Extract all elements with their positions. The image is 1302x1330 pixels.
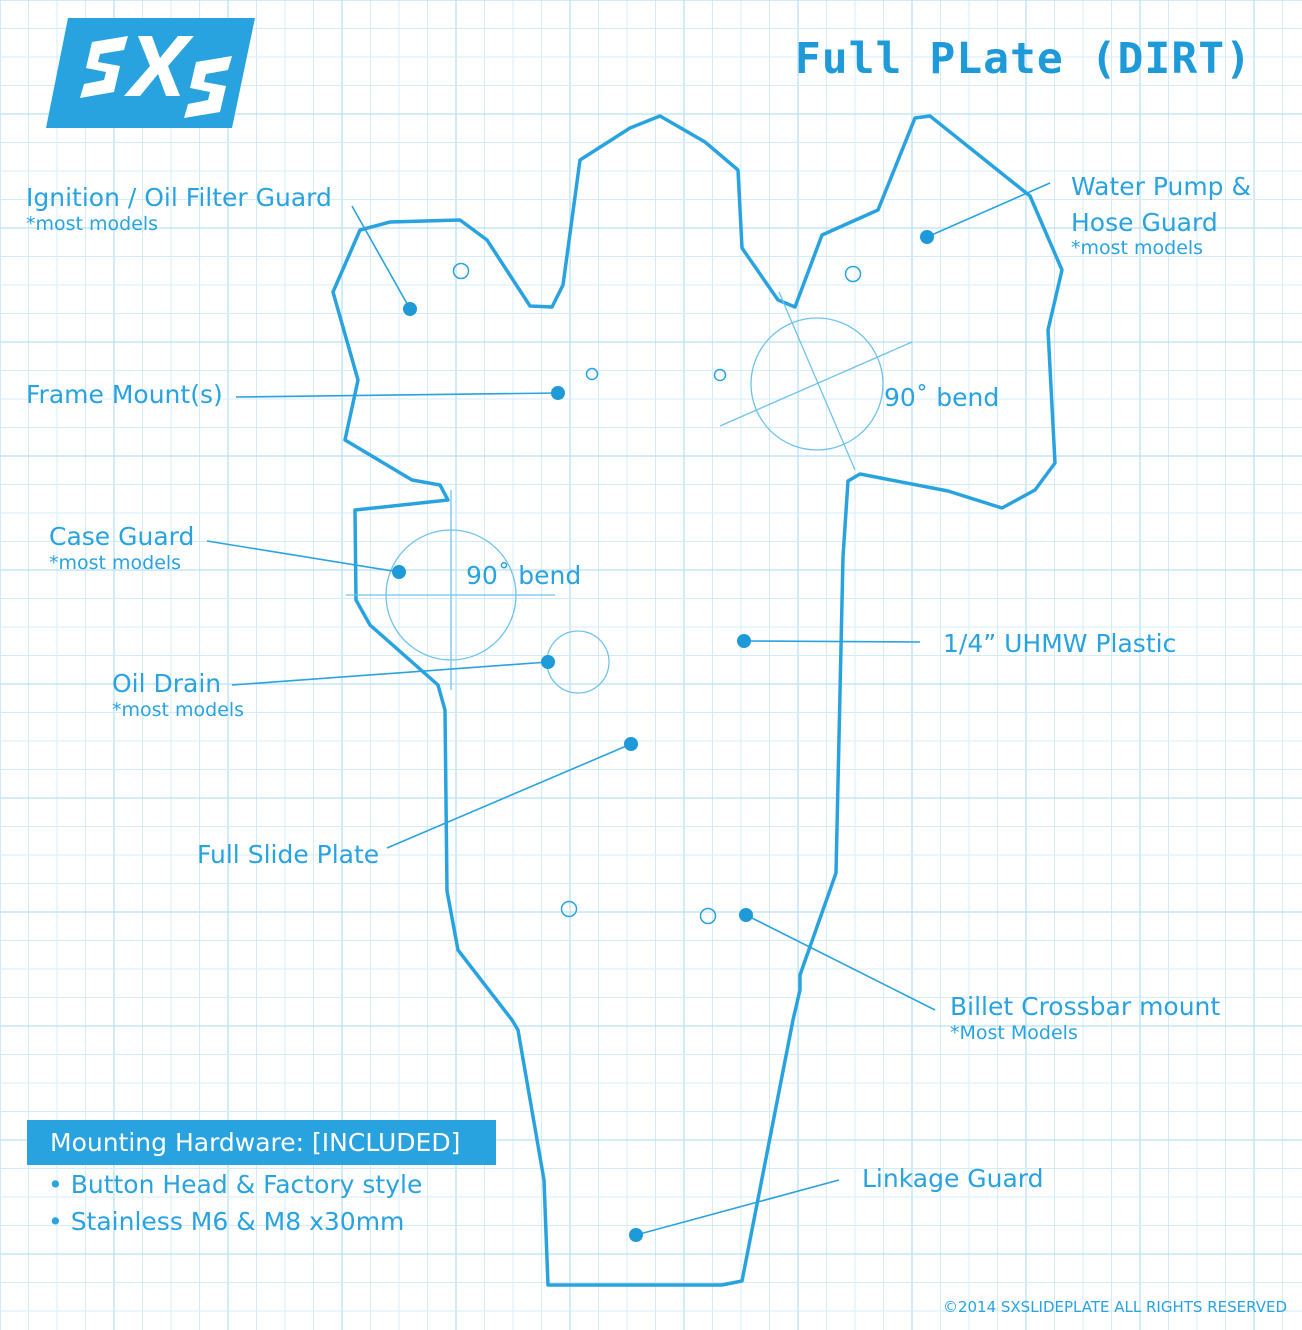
label-main: Ignition / Oil Filter Guard [26, 183, 332, 212]
hardware-title-banner: Mounting Hardware: [INCLUDED] [27, 1120, 496, 1165]
label-main: Oil Drain [112, 669, 222, 698]
label-main: Full Slide Plate [197, 840, 380, 869]
callout-dot [624, 737, 638, 751]
label-oil-drain: Oil Drain *most models [112, 670, 244, 720]
hardware-list: • Button Head & Factory style • Stainles… [48, 1170, 422, 1244]
label-main: Water Pump & [1071, 172, 1251, 201]
mount-hole [844, 265, 862, 283]
callout-dots [392, 230, 934, 1242]
label-full-slide-plate: Full Slide Plate [197, 841, 379, 869]
label-case-guard: Case Guard *most models [49, 523, 194, 573]
label-main: Linkage Guard [862, 1164, 1044, 1193]
label-bend-lower: 90˚ bend [466, 561, 582, 590]
callout-dot [739, 908, 753, 922]
label-uhmw-plastic: 1/4” UHMW Plastic [943, 630, 1176, 658]
label-frame-mount: Frame Mount(s) [26, 381, 223, 409]
copyright: ©2014 SXSLIDEPLATE ALL RIGHTS RESERVED [942, 1298, 1287, 1316]
hardware-title: Mounting Hardware: [INCLUDED] [50, 1128, 461, 1157]
label-linkage-guard: Linkage Guard [862, 1165, 1044, 1193]
mount-holes [452, 262, 862, 925]
label-billet-crossbar: Billet Crossbar mount *Most Models [950, 993, 1220, 1043]
label-main: Case Guard [49, 522, 195, 551]
mount-hole [713, 368, 727, 382]
label-sub: *most models [112, 698, 245, 721]
page-title: Full PLate (DIRT) [794, 34, 1252, 84]
mount-hole [585, 367, 599, 381]
callout-dot [392, 565, 406, 579]
label-sub: *most models [1071, 237, 1204, 259]
hardware-item: • Button Head & Factory style [48, 1170, 423, 1199]
full-slide-plate-outline [331, 114, 1064, 1287]
label-main: 1/4” UHMW Plastic [943, 629, 1177, 658]
label-main: Billet Crossbar mount [950, 992, 1221, 1021]
callout-lines [206, 182, 1051, 1236]
mount-hole [452, 262, 470, 280]
callout-dot [551, 386, 565, 400]
sxs-logo-icon [46, 18, 255, 128]
label-ignition-guard: Ignition / Oil Filter Guard *most models [26, 184, 332, 234]
label-sub: *most models [26, 212, 159, 235]
label-sub: *Most Models [950, 1021, 1078, 1044]
callout-dot [541, 655, 555, 669]
label-water-pump: Water Pump & Hose Guard *most models [1071, 173, 1251, 259]
bend-guide-upper [719, 291, 913, 471]
callout-dot [737, 634, 751, 648]
label-main: Hose Guard [1071, 207, 1218, 237]
mount-hole [699, 907, 717, 925]
callout-dot [629, 1228, 643, 1242]
label-main: Frame Mount(s) [26, 380, 223, 409]
mount-hole [560, 900, 578, 918]
label-sub: *most models [49, 551, 182, 574]
hardware-item: • Stainless M6 & M8 x30mm [48, 1207, 405, 1236]
callout-dot [920, 230, 934, 244]
callout-dot [403, 302, 417, 316]
label-bend-upper: 90˚ bend [884, 383, 1000, 412]
